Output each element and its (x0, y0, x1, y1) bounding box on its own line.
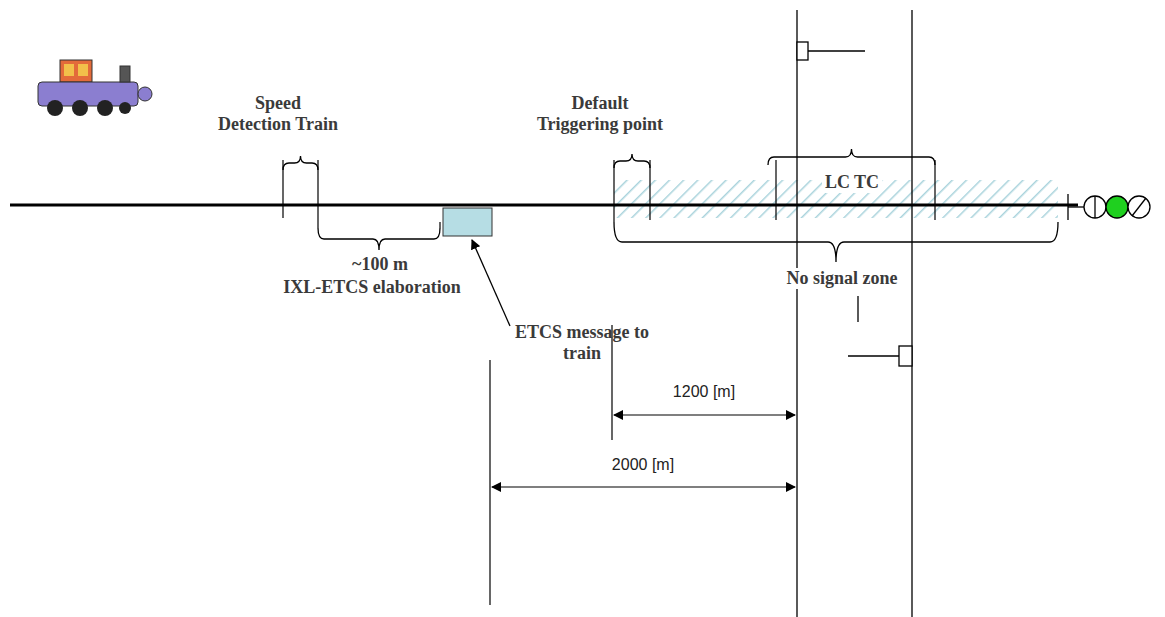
brace (857, 296, 858, 322)
brace (614, 222, 1058, 262)
track-tick (934, 160, 935, 220)
dimension-line (489, 360, 490, 605)
distance-label: ~100 m (352, 254, 408, 275)
train-icon (78, 64, 88, 76)
train-icon (64, 64, 74, 76)
signal-symbol (1106, 196, 1128, 218)
brace (283, 156, 318, 170)
leader-line (472, 240, 510, 326)
level-crossing (808, 50, 865, 51)
signal-symbol (1068, 206, 1084, 207)
signal-symbol (1068, 194, 1150, 220)
speed-detection-label: Speed Detection Train (218, 93, 338, 134)
train-icon (120, 66, 130, 82)
track-tick (439, 222, 440, 228)
train-icon (97, 100, 113, 116)
brace (318, 228, 440, 250)
level-crossing (899, 346, 912, 366)
train-icon (138, 87, 152, 101)
dimension-label: 2000 [m] (609, 456, 677, 474)
zone-label: No signal zone (783, 268, 900, 289)
train-icon (119, 102, 131, 114)
level-crossing (796, 10, 797, 617)
track-tick (283, 160, 935, 228)
brace (768, 149, 935, 165)
triggering-label: Default Triggering point (530, 93, 670, 134)
lc-tc-label: LC TC (822, 172, 882, 193)
signal-symbol (1084, 196, 1106, 218)
track-tick (775, 160, 776, 220)
train-icon (47, 100, 63, 116)
train-icon (72, 100, 88, 116)
train-icon (38, 60, 152, 116)
brace (614, 154, 650, 168)
track (10, 204, 1078, 207)
signal-symbol (1128, 196, 1150, 218)
level-crossing (848, 355, 899, 356)
track-tick (613, 160, 614, 222)
level-crossing (797, 42, 808, 60)
dimension-line (611, 325, 612, 440)
signal-symbol (1094, 196, 1095, 218)
etcs-message-label: ETCS message to train (507, 322, 657, 363)
dimension-line (490, 325, 795, 605)
dimension-line (614, 414, 795, 415)
train-icon (60, 60, 92, 82)
level-crossing (911, 10, 912, 617)
track-tick (317, 160, 318, 228)
track-tick (649, 160, 650, 220)
balise-box (443, 208, 492, 236)
signal-symbol (1132, 198, 1146, 216)
brace (283, 149, 1058, 322)
level-crossing (797, 10, 912, 617)
elaboration-label: IXL-ETCS elaboration (283, 277, 461, 298)
dimension-label: 1200 [m] (670, 383, 738, 401)
dimension-line (492, 486, 795, 487)
